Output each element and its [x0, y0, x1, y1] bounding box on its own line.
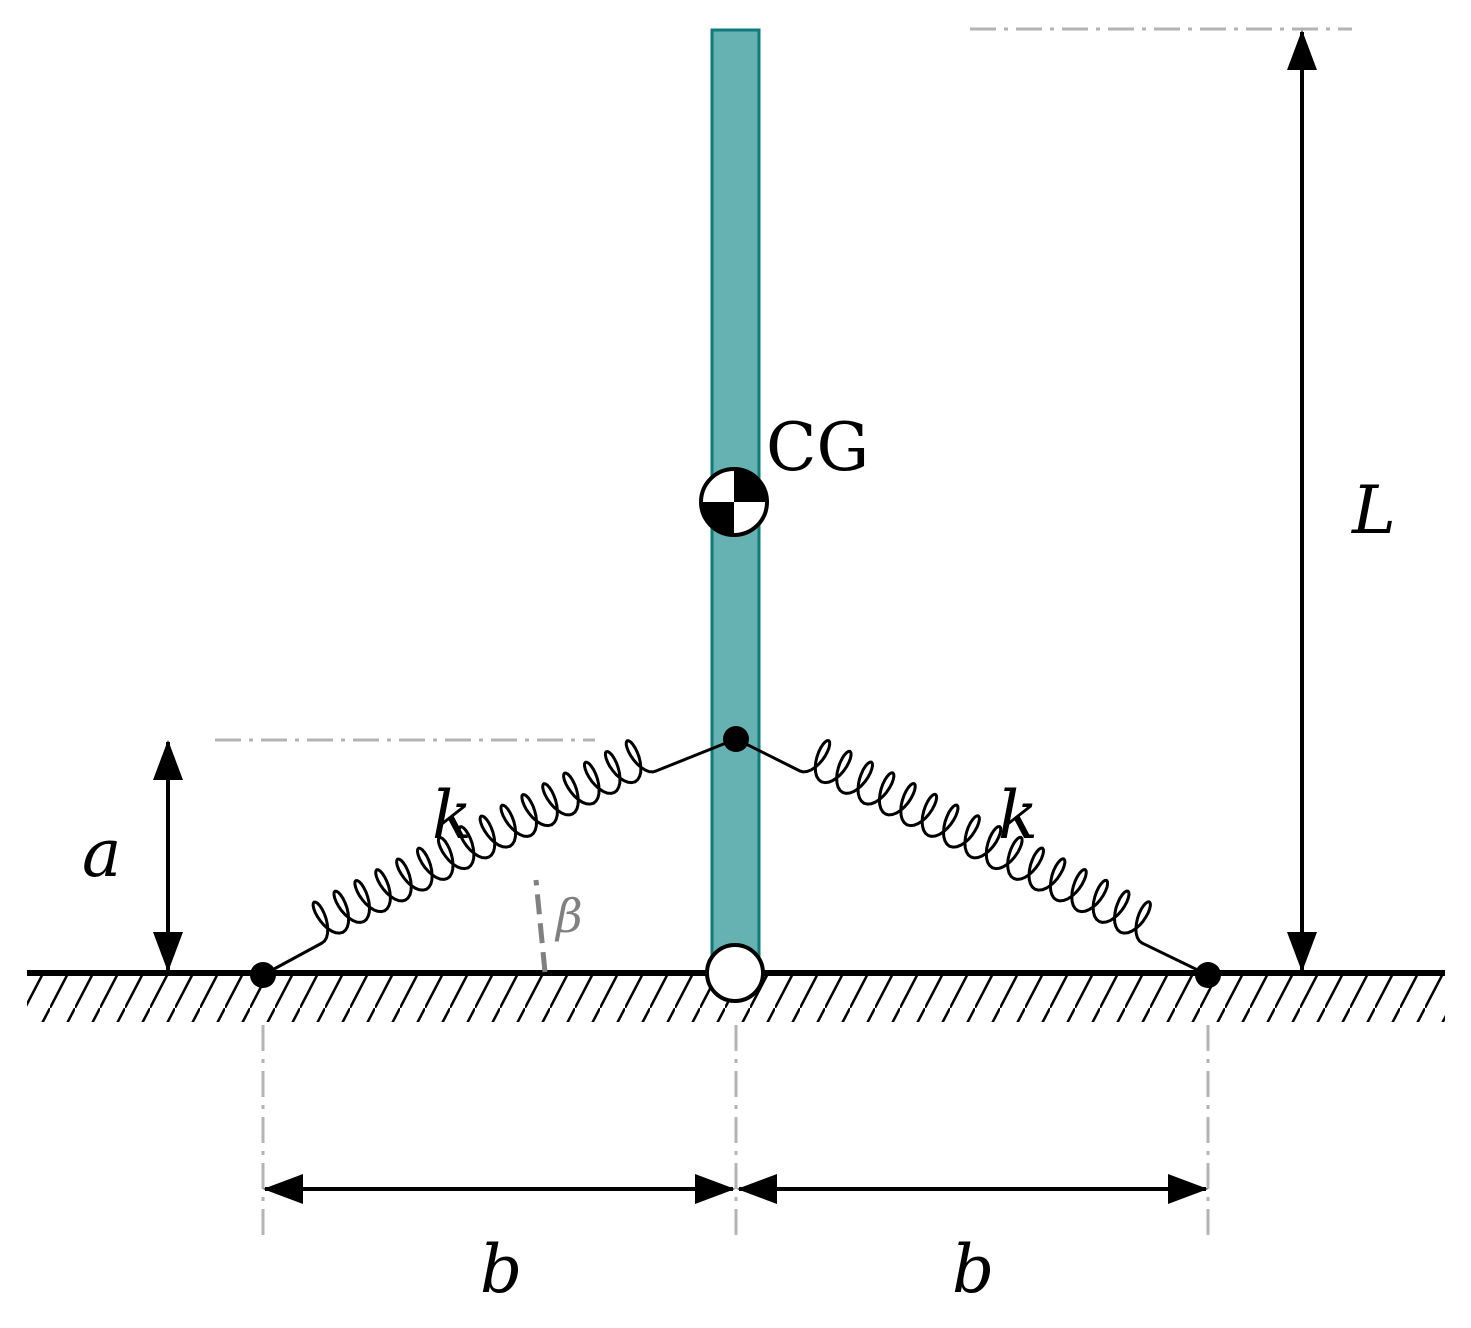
- pin-joint-icon: [705, 943, 765, 1003]
- labels: CG L a k k β b b: [82, 409, 1396, 1308]
- guide-lines: [215, 27, 1352, 1238]
- right-anchor-point: [1195, 962, 1221, 988]
- beta-angle-label: β: [554, 889, 583, 943]
- left-span-label: b: [480, 1231, 522, 1308]
- dimension-arrows: [153, 30, 1317, 1204]
- left-spring-label: k: [432, 777, 472, 854]
- rod-spring-attachment-point: [723, 726, 749, 752]
- length-label: L: [1351, 472, 1396, 549]
- height-label: a: [82, 815, 121, 892]
- left-anchor-point: [250, 962, 276, 988]
- right-spring-label: k: [998, 777, 1038, 854]
- cg-symbol-icon: [699, 467, 769, 537]
- left-spring: [262, 737, 737, 977]
- cg-label: CG: [766, 409, 869, 486]
- springs: [262, 737, 1209, 977]
- right-spring: [735, 737, 1209, 977]
- beta-angle-marker: [533, 879, 548, 973]
- right-span-label: b: [952, 1231, 994, 1308]
- joints: [250, 726, 1221, 1003]
